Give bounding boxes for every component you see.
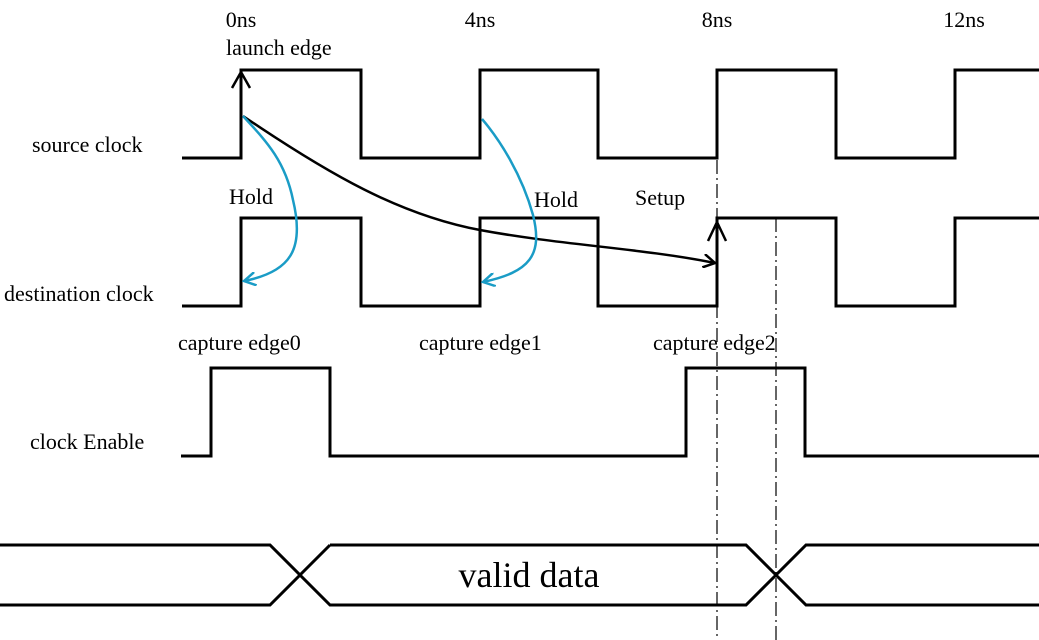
setup-path-arrow — [242, 114, 715, 263]
data-bus-segment-after — [773, 543, 1039, 607]
time-label-4ns: 4ns — [465, 7, 496, 32]
clock-enable-label: clock Enable — [30, 429, 144, 454]
capture-edge0-label: capture edge0 — [178, 330, 301, 355]
capture-edge2-arrow-icon — [706, 219, 728, 242]
destination-clock-waveform — [182, 216, 1039, 308]
setup-label: Setup — [635, 185, 685, 210]
clock-enable-waveform — [181, 366, 1039, 458]
destination-clock-label: destination clock — [4, 281, 154, 306]
time-label-12ns: 12ns — [943, 7, 985, 32]
source-clock-waveform — [182, 68, 1039, 160]
capture-edge1-label: capture edge1 — [419, 330, 542, 355]
hold-label-1: Hold — [534, 187, 578, 212]
hold-arrow-0 — [243, 115, 299, 281]
hold-arrow-1 — [482, 118, 538, 282]
data-bus-segment-before — [0, 543, 303, 607]
valid-data-label: valid data — [459, 555, 600, 595]
capture-edge2-label: capture edge2 — [653, 330, 776, 355]
data-bus — [0, 543, 1039, 607]
hold-label-0: Hold — [229, 184, 273, 209]
time-label-8ns: 8ns — [702, 7, 733, 32]
source-clock-label: source clock — [32, 132, 143, 157]
time-label-0ns: 0ns — [226, 7, 257, 32]
launch-edge-arrow-icon — [230, 69, 252, 89]
data-bus-segment-valid — [297, 543, 779, 607]
launch-edge-label: launch edge — [226, 35, 332, 60]
